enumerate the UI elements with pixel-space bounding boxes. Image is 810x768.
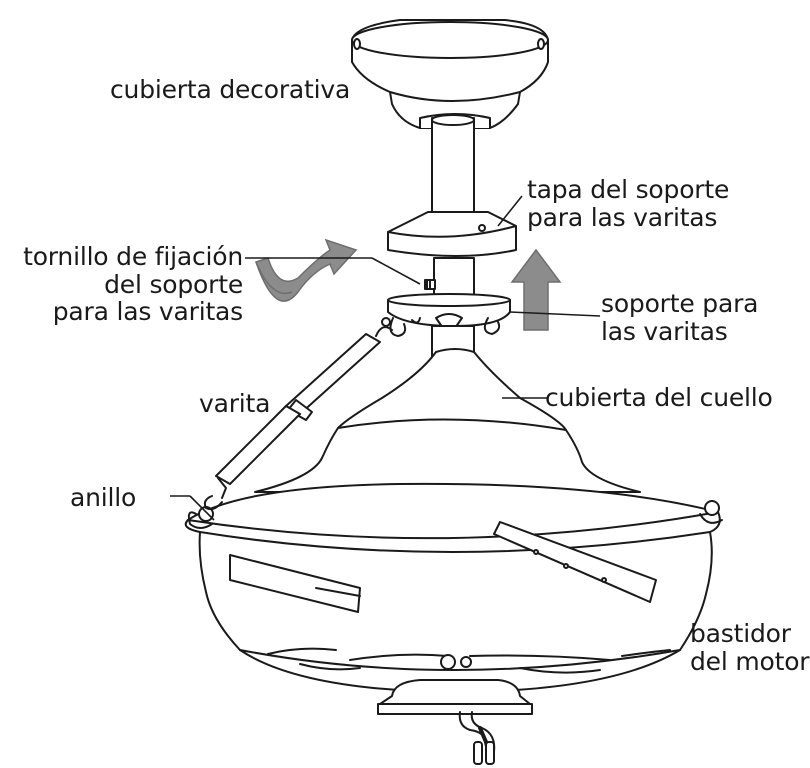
bottom-cap <box>377 679 533 715</box>
wires <box>458 711 496 765</box>
wand <box>203 317 393 511</box>
label-varita: varita <box>199 389 271 418</box>
label-tapa-soporte-2: para las varitas <box>527 203 718 232</box>
label-tornillo-2: del soporte <box>104 270 243 299</box>
leader-lines <box>170 195 601 521</box>
label-cubierta-decorativa: cubierta decorativa <box>110 75 351 104</box>
label-cubierta-cuello: cubierta del cuello <box>545 383 773 412</box>
label-anillo: anillo <box>70 483 137 512</box>
twist-arrow <box>255 238 358 302</box>
canopy <box>351 19 549 129</box>
label-tornillo-1: tornillo de fijación <box>23 242 243 271</box>
label-soporte-varitas-2: las varitas <box>601 317 728 346</box>
motor-dome <box>254 418 641 493</box>
label-soporte-varitas-1: soporte para <box>601 289 759 318</box>
bracket-cover <box>387 211 517 257</box>
label-tornillo-3: para las varitas <box>52 297 243 326</box>
motor-body <box>184 482 723 693</box>
label-bastidor-2: del motor <box>690 647 810 676</box>
label-tapa-soporte-1: tapa del soporte <box>527 175 730 204</box>
label-bastidor-1: bastidor <box>690 619 791 648</box>
wand-bracket <box>387 293 511 337</box>
up-arrow <box>510 248 562 331</box>
